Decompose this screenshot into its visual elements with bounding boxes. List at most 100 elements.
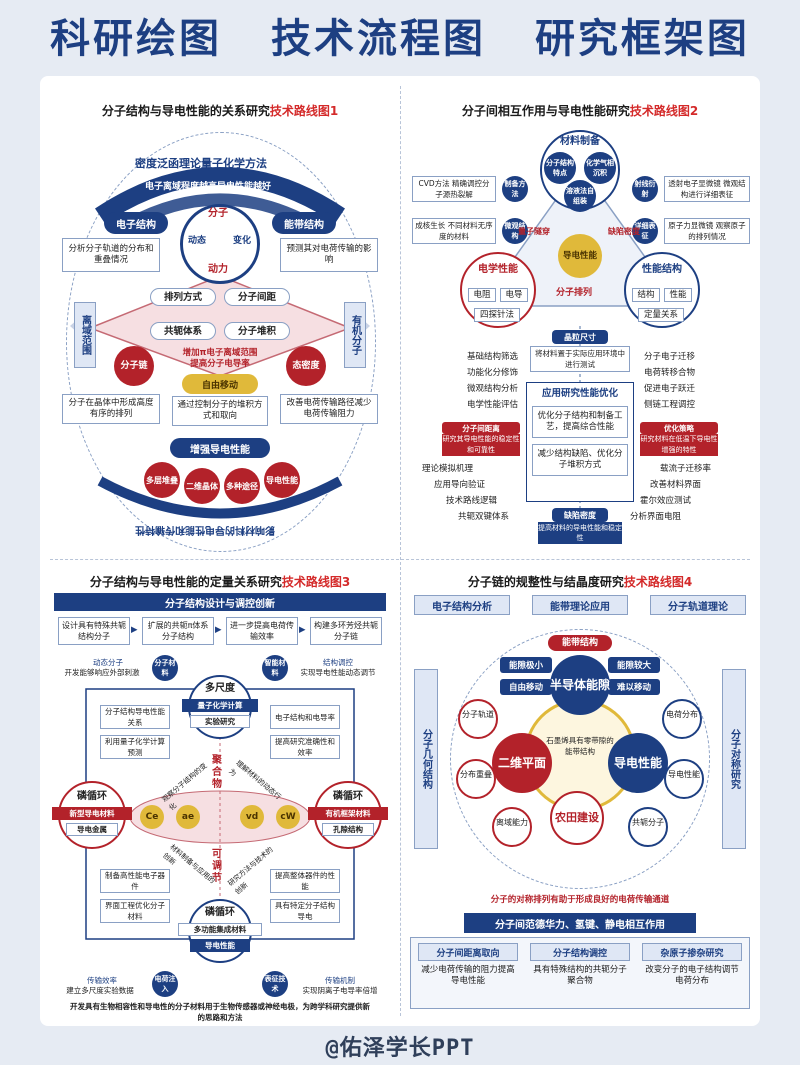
top-circle-label: 多尺度 xyxy=(205,683,235,694)
grid-spacing: 分子间距 xyxy=(224,288,290,306)
top-box-3: 分子轨道理论 xyxy=(650,595,746,615)
top-tag-1: 量子化学计算 xyxy=(182,699,258,712)
rbox-2: 提高研究准确性和效率 xyxy=(270,735,340,759)
elec-item-3: 四探针法 xyxy=(474,308,520,322)
ball-2: 二维晶体 xyxy=(184,468,220,504)
p4-caption: 分子的对称排列有助于形成良好的电荷传输通道 xyxy=(490,895,670,905)
title-3: 研究框架图 xyxy=(534,16,750,62)
panel-3-title: 分子结构与导电性能的定量关系研究技术路线图3 xyxy=(89,575,351,589)
left-side-label: 离域范围 xyxy=(74,302,96,368)
defect-tag: 缺陷密度 xyxy=(552,508,608,522)
perf-item-3: 定量关系 xyxy=(638,308,684,322)
panel-2-title: 分子间相互作用与导电性能研究技术路线图2 xyxy=(461,104,699,118)
left-tag-2: 微观结构 xyxy=(502,218,528,244)
orbit-l-1-ring xyxy=(458,699,498,739)
center-conductivity: 导电性能 xyxy=(558,234,602,278)
p3-footer: 开发具有生物相容性和导电性的分子材料用于生物传感器或神经电极，为跨学科研究提供新… xyxy=(70,1002,370,1022)
panel-4-title: 分子链的规整性与结晶度研究技术路线图4 xyxy=(467,575,693,589)
center-bottom: 可调节 xyxy=(212,849,222,884)
rbox-3: 提高整体器件的性能 xyxy=(270,869,340,893)
right-list2-1: 载流子迁移率 xyxy=(660,464,712,474)
elec-label: 电学性能 xyxy=(478,264,518,275)
band-l-1: 能隙极小 xyxy=(500,657,552,673)
right-list2-4: 分析界面电阻 xyxy=(630,512,682,522)
perf-label: 性能结构 xyxy=(642,264,682,275)
center-sub: 石墨烯具有零带隙的能带结构 xyxy=(546,736,614,756)
bl-1: 传输效率 xyxy=(87,976,117,985)
tl-1: 动态分子 xyxy=(93,658,123,667)
right-tag-2: 孔隙结构 xyxy=(322,823,374,836)
col-2-head: 分子结构调控 xyxy=(530,943,630,961)
right-box-1: 透射电子显微镜 微观结构进行详细表征 xyxy=(664,176,750,202)
dos-node: 态密度 xyxy=(286,346,326,386)
cycle-ring xyxy=(180,204,260,284)
tr-1: 结构调控 xyxy=(323,658,353,667)
right-list-1: 分子电子迁移 xyxy=(644,352,696,362)
outer-ring xyxy=(66,132,376,552)
arrange-label: 分子排列 xyxy=(556,288,593,298)
rmid-desc: 研究材料在低温下导电性增强的特性 xyxy=(640,434,718,456)
right-side: 分子对称研究 xyxy=(722,669,746,849)
center-top: 聚合物 xyxy=(212,755,222,790)
col-2-body: 具有特殊结构的共轭分子聚合物 xyxy=(533,965,627,986)
flow-arrow-2: ▶ xyxy=(215,625,222,635)
orbit-r-1-ring xyxy=(662,699,702,739)
prep-item-3: 溶液法自组装 xyxy=(564,180,596,212)
orbit-r-2: 导电性能 xyxy=(668,770,700,779)
right-box-2: 原子力显微镜 观察原子的排列情况 xyxy=(664,218,750,244)
bl-2: 建立多尺度实验数据 xyxy=(66,986,134,995)
br-1: 传输机制 xyxy=(325,976,355,985)
col-3-head: 杂原子掺杂研究 xyxy=(642,943,742,961)
right-big: 导电性能 xyxy=(608,733,668,793)
right-list-3: 促进电子跃迁 xyxy=(644,384,696,394)
left-tag-1: 新型导电材料 xyxy=(52,807,132,820)
prep-item-1: 分子结构特点 xyxy=(544,152,576,184)
col-3-body: 改变分子的电子结构调节电荷分布 xyxy=(645,965,739,986)
flow-4: 构建多环芳烃共轭分子链 xyxy=(310,617,382,645)
orbit-r-1: 电荷分布 xyxy=(666,710,698,719)
orbit-l-3-ring xyxy=(492,807,532,847)
cycle-left: 动态 xyxy=(188,236,207,246)
right-list2-2: 改善材料界面 xyxy=(650,480,702,490)
main-title: 科研绘图 技术流程图 研究框架图 xyxy=(0,6,800,64)
lbox-3: 制备高性能电子器件 xyxy=(100,869,170,893)
rbox-4: 具有特定分子结构导电 xyxy=(270,899,340,923)
center-red-1: 增加π电子离域范围 xyxy=(182,348,258,358)
center-red-2: 提高分子电导率 xyxy=(190,359,250,369)
top-tag-2: 实验研究 xyxy=(190,715,250,728)
left-box-2: 成核生长 不同材料无序度的材料 xyxy=(412,218,496,244)
left-desc: 分析分子轨道的分布和重叠情况 xyxy=(62,238,160,272)
grid-conjugation: 共轭体系 xyxy=(150,322,216,340)
band-right: 缺陷密度 xyxy=(608,227,640,236)
ball-3: 多种途径 xyxy=(224,468,260,504)
left-list-1: 基础结构筛选 xyxy=(466,352,518,362)
bottom-big: 农田建设 xyxy=(550,791,604,845)
perf-item-1: 结构 xyxy=(632,288,660,302)
left-list2-2: 应用导向验证 xyxy=(434,480,486,490)
horizontal-divider xyxy=(50,559,750,560)
left-side: 分子几何结构 xyxy=(414,669,438,849)
opt-frame xyxy=(526,382,634,502)
electronic-structure-pill: 电子结构 xyxy=(104,212,168,234)
ring-ball-3: vd xyxy=(240,805,264,829)
defect-desc: 提高材料的导电性能和稳定性 xyxy=(538,522,622,544)
vertical-divider xyxy=(400,86,401,1016)
top-box-1: 电子结构分析 xyxy=(414,595,510,615)
lbox-4: 界面工程优化分子材料 xyxy=(100,899,170,923)
left-circle-label: 磷循环 xyxy=(77,791,107,802)
flow-arrow-3: ▶ xyxy=(299,625,306,635)
cycle-top: 分子 xyxy=(208,208,228,219)
tr-2: 实现导电性能动态调节 xyxy=(300,668,376,677)
tr-badge: 智能材料 xyxy=(262,655,288,681)
flow-2: 扩展的共轭π体系分子结构 xyxy=(142,617,214,645)
tl-2: 开发能够响应外部刺激 xyxy=(64,668,140,677)
br-badge: 表征技术 xyxy=(262,971,288,997)
opt-label: 应用研究性能优化 xyxy=(541,388,618,399)
move-desc: 通过控制分子的堆积方式和取向 xyxy=(172,396,268,426)
bottom-tag-2: 导电性能 xyxy=(190,939,250,952)
bottom-tag-1: 多功能集成材料 xyxy=(178,923,262,936)
title-1: 科研绘图 xyxy=(50,16,223,62)
ring-ball-2: ae xyxy=(176,805,200,829)
ring-ball-4: cW xyxy=(276,805,300,829)
rbox-1: 电子结构和电导率 xyxy=(270,705,340,729)
